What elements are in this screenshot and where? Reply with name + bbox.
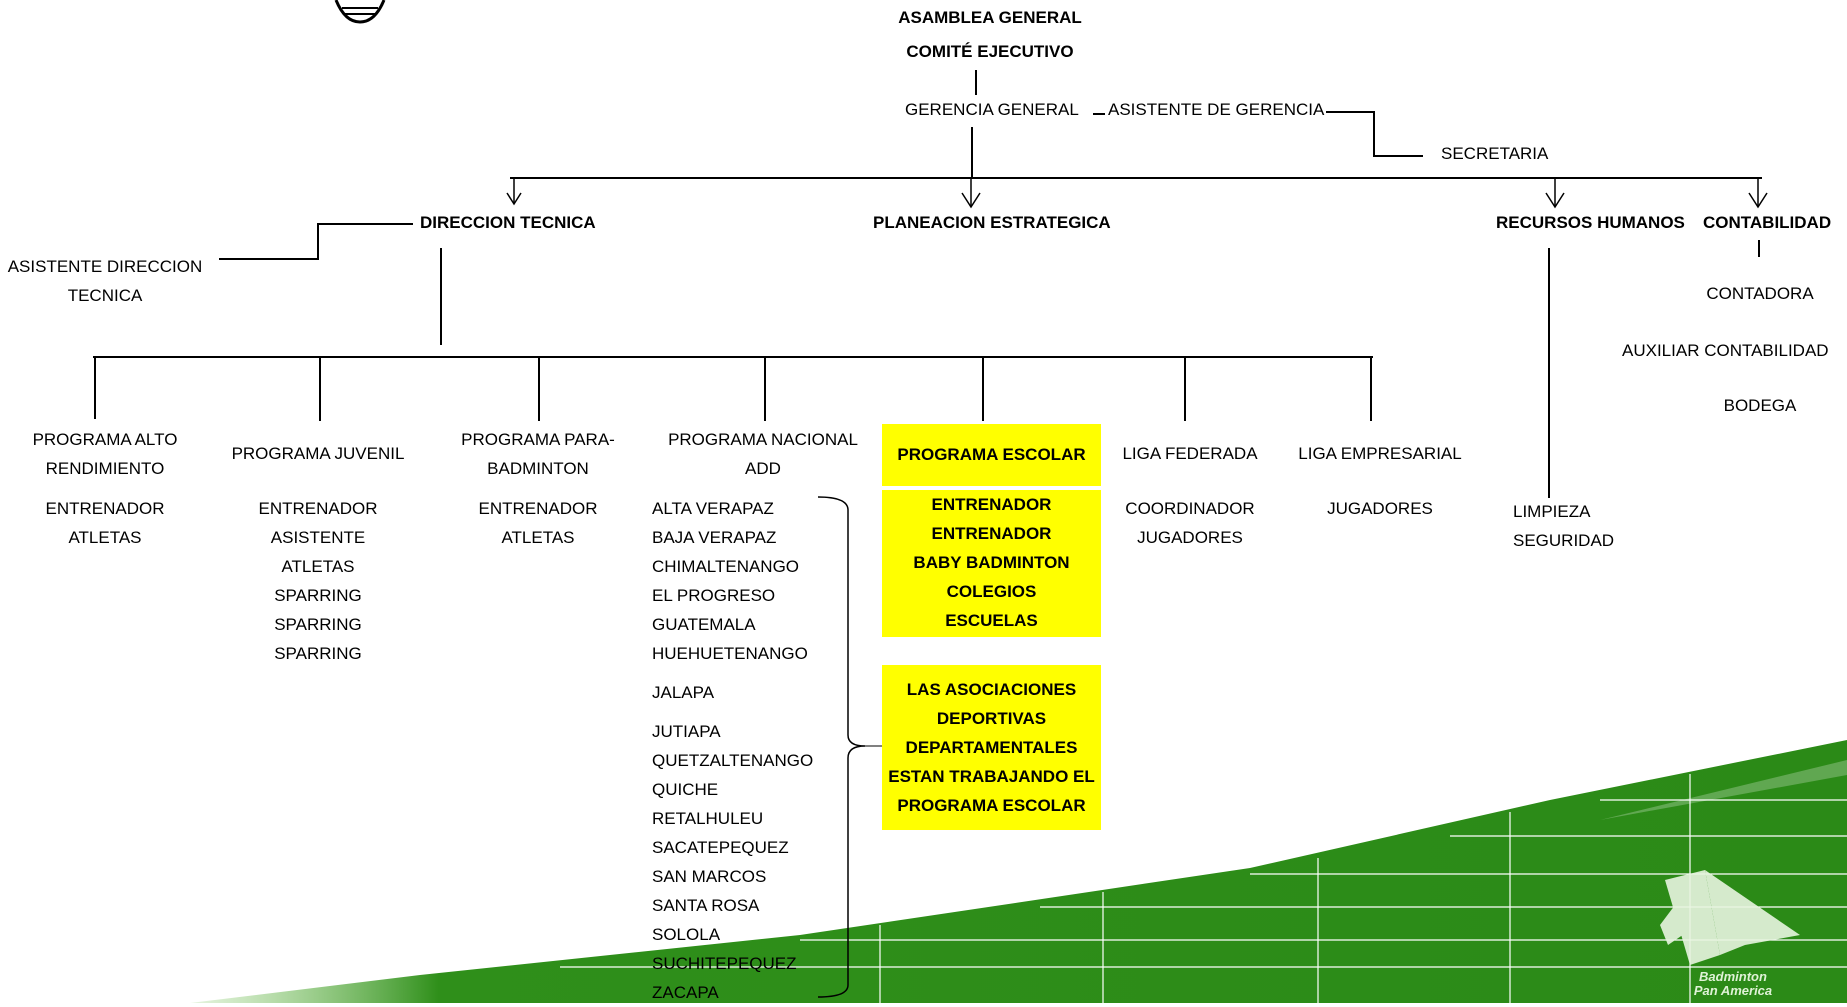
secretary-label: SECRETARIA [1441,144,1549,163]
liga-federada-members: COORDINADOR JUGADORES [1125,499,1255,547]
committee-label: COMITÉ EJECUTIVO [906,42,1074,61]
program-nacional: PROGRAMA NACIONAL ADD [668,430,858,478]
escolar-items-box: ENTRENADOR ENTRENADOR BABY BADMINTON COL… [882,490,1101,637]
technical-assistant-label: ASISTENTE DIRECCION TECNICA [7,257,203,305]
management-assistant-label: ASISTENTE DE GERENCIA [1108,100,1325,119]
department-arrows [506,177,1768,209]
accounting-staff-2: AUXILIAR CONTABILIDAD [1622,341,1829,360]
program-juvenil: PROGRAMA JUVENIL [231,444,405,463]
program-alto-rendimiento-members: ENTRENADOR ATLETAS [45,499,165,547]
accounting-staff-3: BODEGA [1723,396,1797,415]
program-juvenil-members: ENTRENADOR ASISTENTE ATLETAS SPARRING SP… [258,499,378,663]
accounting-staff-1: CONTADORA [1706,284,1814,303]
general-management-label: GERENCIA GENERAL [905,100,1079,119]
escolar-note-box: LAS ASOCIACIONES DEPORTIVAS DEPARTAMENTA… [882,665,1101,830]
department-technical: DIRECCION TECNICA [420,213,596,232]
department-hr: RECURSOS HUMANOS [1496,213,1685,232]
hr-staff: LIMPIEZA SEGURIDAD [1513,502,1615,550]
program-para-members: ENTRENADOR ATLETAS [478,499,598,547]
assembly-label: ASAMBLEA GENERAL [898,8,1082,27]
org-logo-icon [334,0,386,24]
departamentos-list: ALTA VERAPAZ BAJA VERAPAZ CHIMALTENANGO … [652,499,814,1002]
escolar-title-box: PROGRAMA ESCOLAR [882,424,1101,486]
logo-text: Badminton Pan America [1693,969,1773,998]
program-para-badminton: PROGRAMA PARA- BADMINTON [461,430,615,478]
program-alto-rendimiento: PROGRAMA ALTO RENDIMIENTO [32,430,178,478]
liga-empresarial-members: JUGADORES [1327,499,1433,518]
shuttlecock-logo-icon [1660,870,1800,965]
department-accounting: CONTABILIDAD [1703,213,1832,232]
liga-federada: LIGA FEDERADA [1122,444,1258,463]
department-planning: PLANEACION ESTRATEGICA [873,213,1111,232]
liga-empresarial: LIGA EMPRESARIAL [1298,444,1462,463]
